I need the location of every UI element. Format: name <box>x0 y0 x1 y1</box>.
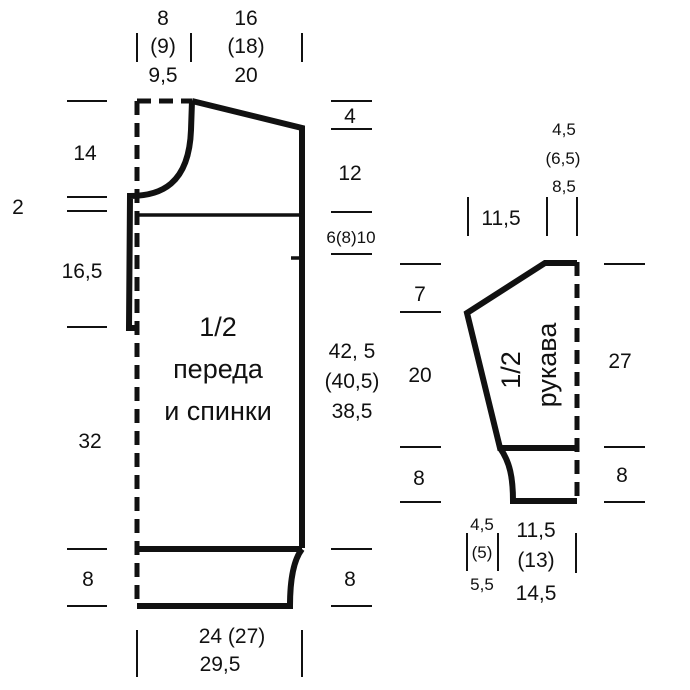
left-step: 2 <box>12 196 24 219</box>
sleeve-title-1: 1/2 <box>496 351 526 389</box>
sleeve-bottom-width-2: (13) <box>517 549 554 572</box>
shoulder-width-3: 20 <box>234 64 257 87</box>
right-band: 8 <box>344 568 356 591</box>
right-side-2: (40,5) <box>325 370 380 393</box>
sleeve-slope-width: 11,5 <box>481 207 520 230</box>
body-title-2: переда <box>173 354 264 384</box>
sleeve-left-side: 20 <box>408 364 431 387</box>
left-middle: 32 <box>78 430 101 453</box>
sleeve-dimension-lines <box>400 197 645 573</box>
right-armhole-extra: 6(8)10 <box>326 228 375 247</box>
sleeve-left-cuff: 8 <box>413 467 425 490</box>
left-band: 8 <box>82 568 94 591</box>
sleeve-right-length: 27 <box>608 350 631 373</box>
sleeve-left-cap: 7 <box>414 283 426 306</box>
left-upper: 16,5 <box>62 260 103 283</box>
neck-width-2: (9) <box>150 35 176 58</box>
sleeve-bottom-offset-2: (5) <box>472 543 493 562</box>
body-title-3: и спинки <box>164 396 272 426</box>
sleeve-cap-and-side <box>463 260 577 451</box>
sleeve-right-cuff: 8 <box>616 464 628 487</box>
sleeve-cuff <box>497 446 577 504</box>
sleeve-bottom-width-3: 14,5 <box>516 582 557 605</box>
body-shoulder-line <box>191 98 305 548</box>
sleeve-outline <box>463 260 580 504</box>
sleeve-title-2: рукава <box>532 322 562 408</box>
bottom-width-2: 29,5 <box>200 653 241 676</box>
left-neck-depth: 14 <box>73 142 97 165</box>
body-title-1: 1/2 <box>199 312 237 342</box>
body-dimension-lines <box>67 33 372 677</box>
right-armhole: 12 <box>338 162 361 185</box>
body-neckline-curve <box>125 100 195 331</box>
right-side-3: 38,5 <box>332 400 373 423</box>
sleeve-cap-width-1: 4,5 <box>552 120 576 139</box>
sleeve-cap-width-2: (6,5) <box>546 149 581 168</box>
sleeve-bottom-offset-1: 4,5 <box>470 515 494 534</box>
shoulder-width-2: (18) <box>227 35 264 58</box>
shoulder-width-1: 16 <box>234 7 257 30</box>
sleeve-bottom-width-1: 11,5 <box>516 519 555 542</box>
sleeve-cap-width-3: 8,5 <box>552 177 576 196</box>
right-side-1: 42, 5 <box>329 340 376 363</box>
neck-width-3: 9,5 <box>148 64 177 87</box>
neck-width-1: 8 <box>157 7 169 30</box>
body-band-outline <box>137 547 305 609</box>
sleeve-bottom-offset-3: 5,5 <box>470 575 494 594</box>
right-shoulder-slope: 4 <box>344 105 356 128</box>
bottom-width-1: 24 (27) <box>199 625 266 648</box>
body-outline <box>125 98 305 609</box>
